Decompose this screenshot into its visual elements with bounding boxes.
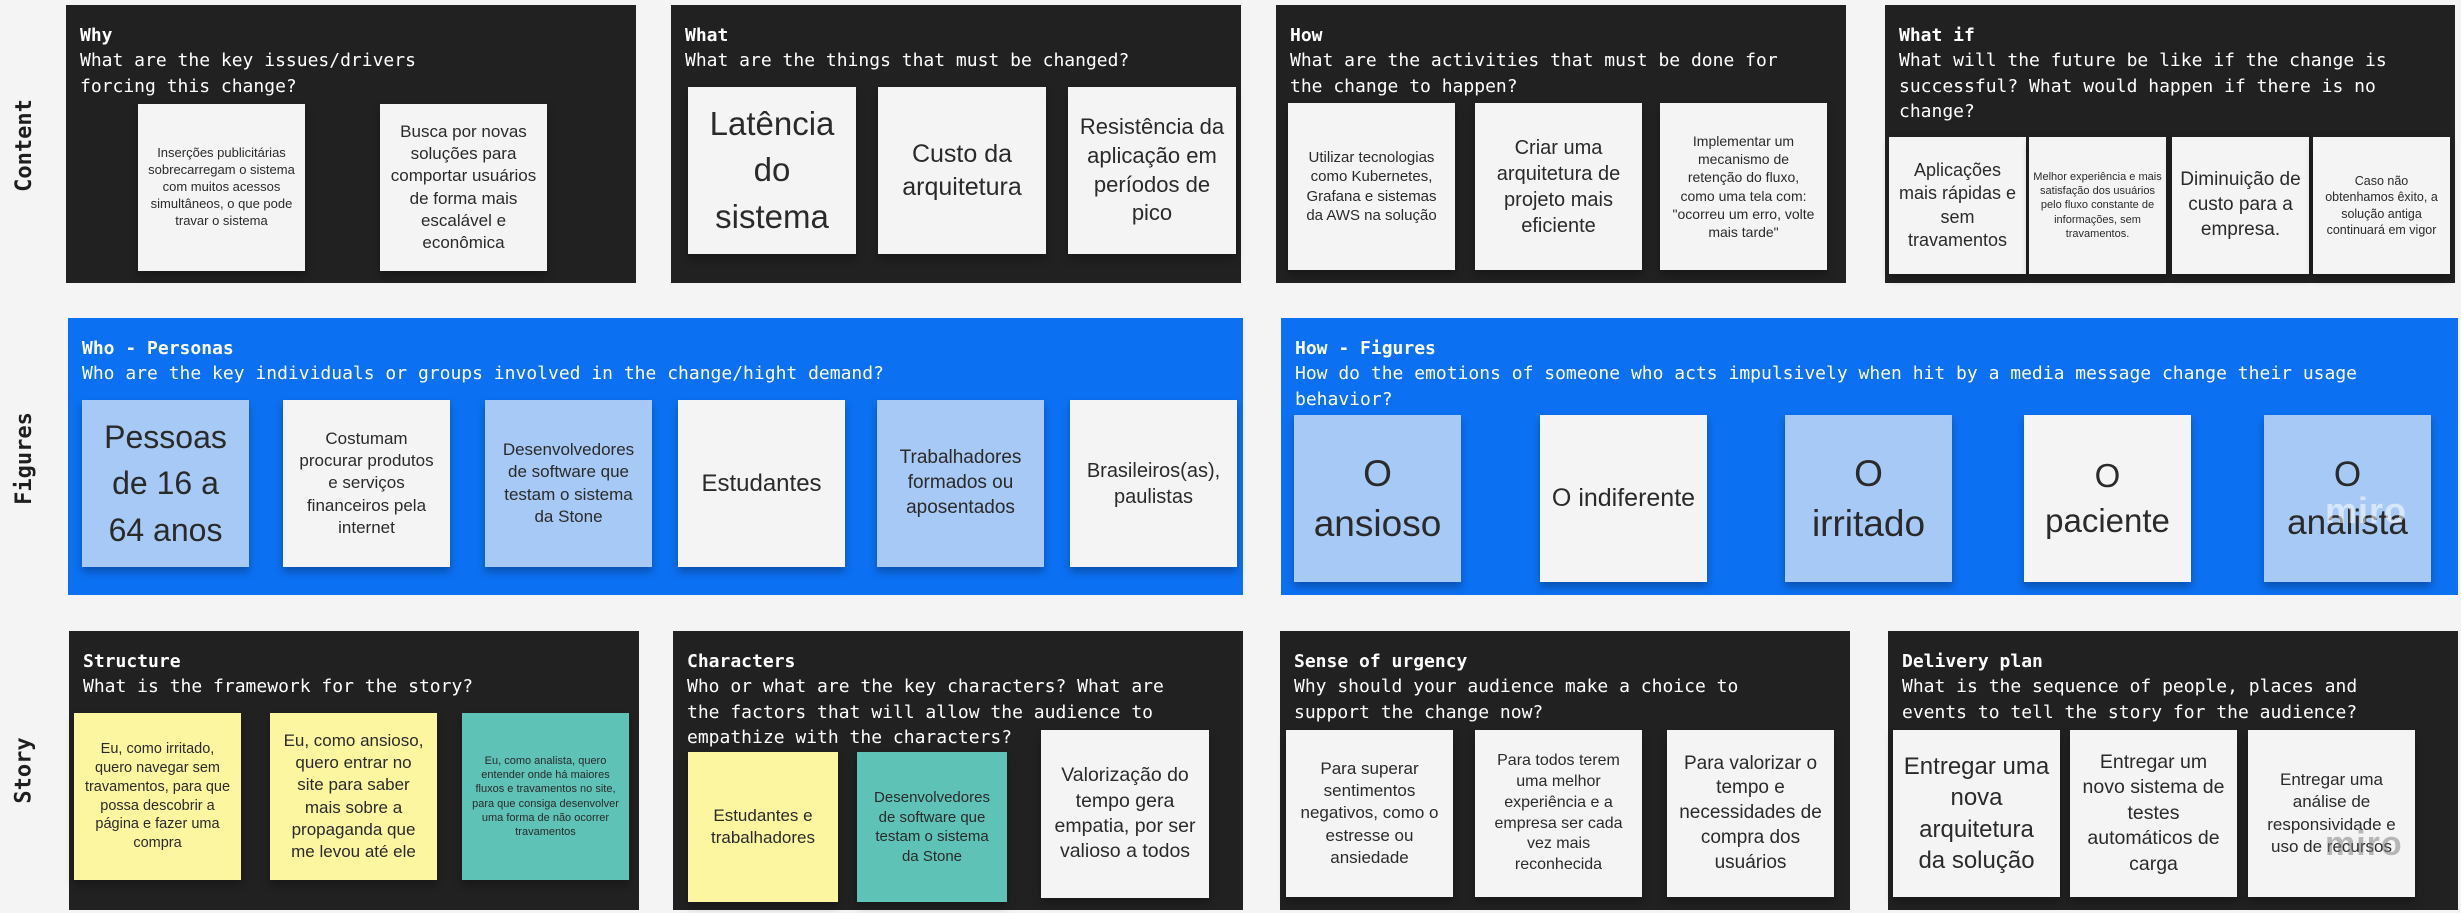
frame-question: What will the future be like if the chan… <box>1899 50 2387 122</box>
sticky-note[interactable]: Brasileiros(as), paulistas <box>1070 400 1237 567</box>
sticky-note[interactable]: Entregar uma nova arquitetura da solução <box>1893 730 2060 897</box>
sticky-note[interactable]: Caso não obtenhamos êxito, a solução ant… <box>2313 137 2450 274</box>
frame-title: Structure <box>83 651 181 672</box>
sticky-note[interactable]: O ansioso <box>1294 415 1461 582</box>
miro-watermark: miro <box>2325 825 2403 863</box>
frame-title: Why <box>80 25 113 46</box>
sticky-note[interactable]: Criar uma arquitetura de projeto mais ef… <box>1475 103 1642 270</box>
frame-question: Who or what are the key characters? What… <box>687 676 1164 748</box>
frame-title: How <box>1290 25 1323 46</box>
sticky-note[interactable]: O analista <box>2264 415 2431 582</box>
sticky-note[interactable]: Busca por novas soluções para comportar … <box>380 104 547 271</box>
sticky-note[interactable]: Eu, como ansioso, quero entrar no site p… <box>270 713 437 880</box>
sticky-note[interactable]: Inserções publicitárias sobrecarregam o … <box>138 104 305 271</box>
frame-question: What are the key issues/drivers forcing … <box>80 50 416 97</box>
row-label-content: Content <box>11 98 37 192</box>
sticky-note[interactable]: Custo da arquitetura <box>878 87 1046 254</box>
sticky-note[interactable]: Estudantes <box>678 400 845 567</box>
frame-title: How - Figures <box>1295 338 1436 359</box>
frame-who-personas[interactable]: Who - Personas Who are the key individua… <box>68 318 1243 595</box>
sticky-note[interactable]: Desenvolvedores de software que testam o… <box>485 400 652 567</box>
sticky-note[interactable]: Aplicações mais rápidas e sem travamento… <box>1889 137 2026 274</box>
sticky-note[interactable]: Resistência da aplicação em períodos de … <box>1068 87 1236 254</box>
sticky-note[interactable]: Desenvolvedores de software que testam o… <box>857 752 1007 902</box>
frame-question: What is the framework for the story? <box>83 676 474 697</box>
frame-title: Characters <box>687 651 796 672</box>
frame-title: Who - Personas <box>82 338 234 359</box>
sticky-note[interactable]: Entregar uma análise de responsividade e… <box>2248 730 2415 897</box>
sticky-note[interactable]: O paciente <box>2024 415 2191 582</box>
frame-question: What are the things that must be changed… <box>685 50 1130 71</box>
frame-question: Why should your audience make a choice t… <box>1294 676 1739 723</box>
sticky-note[interactable]: Latência do sistema <box>688 87 856 254</box>
sticky-note[interactable]: Estudantes e trabalhadores <box>688 752 838 902</box>
frame-question: What are the activities that must be don… <box>1290 50 1778 97</box>
sticky-note[interactable]: O irritado <box>1785 415 1952 582</box>
row-label-figures: Figures <box>11 411 37 505</box>
sticky-note[interactable]: Entregar um novo sistema de testes autom… <box>2070 730 2237 897</box>
sticky-note[interactable]: Para todos terem uma melhor experiência … <box>1475 730 1642 897</box>
frame-question: How do the emotions of someone who acts … <box>1295 363 2358 410</box>
sticky-note[interactable]: O indiferente <box>1540 415 1707 582</box>
frame-title: What if <box>1899 25 1975 46</box>
frame-question: What is the sequence of people, places a… <box>1902 676 2358 723</box>
sticky-note[interactable]: Valorização do tempo gera empatia, por s… <box>1041 730 1209 898</box>
sticky-note[interactable]: Para superar sentimentos negativos, como… <box>1286 730 1453 897</box>
sticky-note[interactable]: Pessoas de 16 a 64 anos <box>82 400 249 567</box>
sticky-note[interactable]: Para valorizar o tempo e necessidades de… <box>1667 730 1834 897</box>
sticky-note[interactable]: Eu, como analista, quero entender onde h… <box>462 713 629 880</box>
row-label-story: Story <box>11 737 37 804</box>
sticky-note[interactable]: Trabalhadores formados ou aposentados <box>877 400 1044 567</box>
sticky-note[interactable]: Diminuição de custo para a empresa. <box>2172 137 2309 274</box>
frame-title: What <box>685 25 729 46</box>
sticky-note[interactable]: Implementar um mecanismo de retenção do … <box>1660 103 1827 270</box>
sticky-note[interactable]: Eu, como irritado, quero navegar sem tra… <box>74 713 241 880</box>
miro-watermark: miro <box>2325 490 2408 531</box>
sticky-note[interactable]: Costumam procurar produtos e serviços fi… <box>283 400 450 567</box>
frame-question: Who are the key individuals or groups in… <box>82 363 884 384</box>
sticky-note[interactable]: Utilizar tecnologias como Kubernetes, Gr… <box>1288 103 1455 270</box>
frame-title: Delivery plan <box>1902 651 2043 672</box>
sticky-note[interactable]: Melhor experiência e mais satisfação dos… <box>2029 137 2166 274</box>
frame-title: Sense of urgency <box>1294 651 1468 672</box>
